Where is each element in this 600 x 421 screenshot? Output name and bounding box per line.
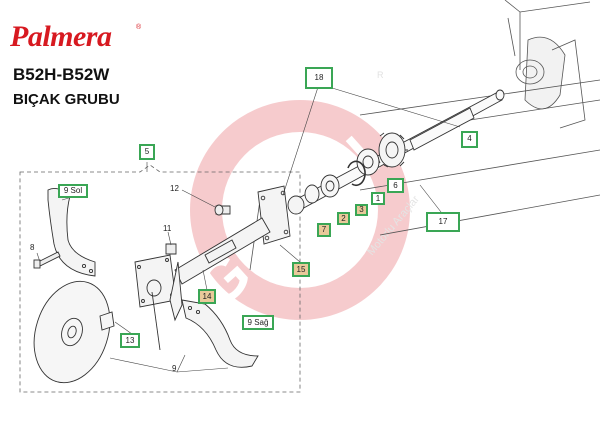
model-code: B52H-B52W (13, 65, 110, 84)
part-label-13: 13 (120, 333, 140, 348)
part-label-6: 6 (387, 178, 404, 193)
support-arm (134, 217, 271, 351)
part-label-2: 2 (337, 212, 350, 225)
right-blade (181, 299, 259, 368)
brand-logo: Palmera (10, 20, 112, 53)
leader-lines (36, 83, 461, 373)
nut-11 (165, 243, 177, 255)
part-label-14: 14 (198, 289, 216, 304)
part-label-8: 8 (30, 243, 35, 252)
bolt-12 (214, 204, 231, 216)
machine-frame (249, 0, 600, 271)
part-label-9-left: 9 Sol (58, 184, 88, 198)
group-5-box (19, 164, 301, 393)
sprocket (377, 132, 408, 168)
left-blade (47, 188, 96, 277)
part-label-5: 5 (139, 144, 155, 160)
group-title: BIÇAK GRUBU (13, 91, 120, 108)
part-label-7: 7 (317, 223, 331, 237)
brand-registered-mark: ® (136, 24, 142, 31)
part-label-17: 17 (426, 212, 460, 232)
part-label-1: 1 (371, 192, 385, 205)
part-label-18: 18 (305, 67, 333, 89)
bearing-and-rings (304, 148, 380, 204)
part-label-12: 12 (170, 184, 179, 193)
disc-13 (33, 280, 115, 384)
part-label-9: 9 (172, 364, 177, 373)
part-label-9-right: 9 Sağ (242, 315, 274, 330)
part-label-15: 15 (292, 262, 310, 277)
bolt-8 (33, 251, 61, 269)
part-label-3: 3 (355, 204, 368, 216)
watermark-mark: R (377, 70, 384, 80)
part-label-4: 4 (461, 131, 478, 148)
part-label-11: 11 (163, 224, 172, 233)
